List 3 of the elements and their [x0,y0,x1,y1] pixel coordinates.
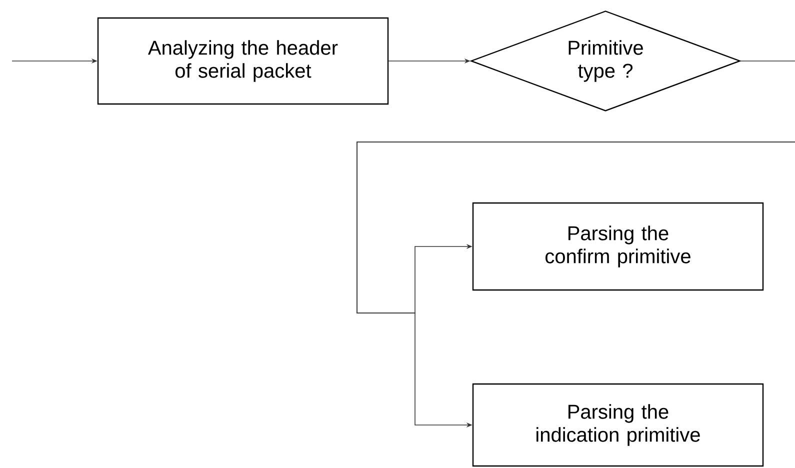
process-box: Analyzing the header of serial packet [97,17,389,105]
process-box: Parsing the indication primitive [472,383,764,467]
process-box: Parsing the confirm primitive [472,202,764,291]
